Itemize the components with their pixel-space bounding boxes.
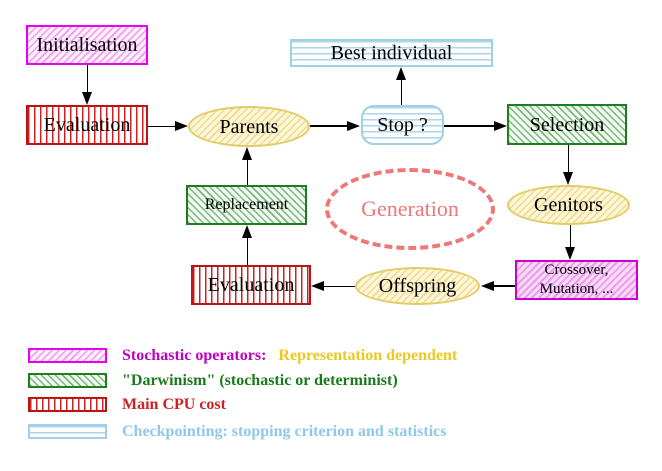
- node-generation: Generation: [325, 168, 495, 250]
- legend-label-cpu-cost: Main CPU cost: [122, 396, 226, 413]
- legend-label-checkpointing: Checkpointing: stopping criterion and st…: [122, 423, 447, 440]
- node-genitors: Genitors: [507, 185, 630, 225]
- node-parents-label: Parents: [219, 115, 279, 138]
- legend-label-stochastic-part2: Representation dependent: [278, 347, 458, 364]
- legend-label-stochastic: Stochastic operators: Representation dep…: [122, 348, 457, 364]
- legend-swatch-darwinism: [28, 373, 107, 388]
- node-crossover-line1: Crossover,: [544, 262, 609, 279]
- node-evaluation-bottom-label: Evaluation: [207, 274, 295, 296]
- node-replacement-label: Replacement: [204, 196, 289, 213]
- node-crossover-line2: Mutation, ...: [539, 281, 614, 297]
- legend-swatch-stochastic: [28, 348, 107, 363]
- legend-label-darwinism: "Darwinism" (stochastic or determinist): [122, 372, 398, 389]
- legend-swatch-cpu-cost: [28, 397, 107, 412]
- legend-swatch-checkpointing: [28, 424, 107, 439]
- node-initialisation: Initialisation: [26, 25, 148, 65]
- legend-label-stochastic-part1: Stochastic operators:: [122, 347, 267, 364]
- node-selection: Selection: [507, 104, 627, 145]
- node-crossover-mutation: Crossover, Mutation, ...: [515, 260, 638, 300]
- node-initialisation-label: Initialisation: [36, 34, 138, 56]
- node-parents: Parents: [188, 106, 310, 147]
- node-offspring: Offspring: [355, 267, 480, 305]
- node-evaluation-bottom: Evaluation: [191, 265, 311, 305]
- node-stop: Stop ?: [361, 105, 444, 145]
- node-replacement: Replacement: [186, 185, 307, 225]
- node-evaluation-top: Evaluation: [26, 105, 148, 145]
- node-selection-label: Selection: [529, 113, 605, 136]
- node-genitors-label: Genitors: [534, 194, 603, 216]
- node-evaluation-top-label: Evaluation: [43, 114, 131, 136]
- node-generation-label: Generation: [361, 196, 459, 221]
- node-stop-label: Stop ?: [377, 114, 428, 136]
- node-best-individual: Best individual: [290, 39, 493, 67]
- node-offspring-label: Offspring: [378, 275, 457, 297]
- node-best-individual-label: Best individual: [330, 42, 453, 64]
